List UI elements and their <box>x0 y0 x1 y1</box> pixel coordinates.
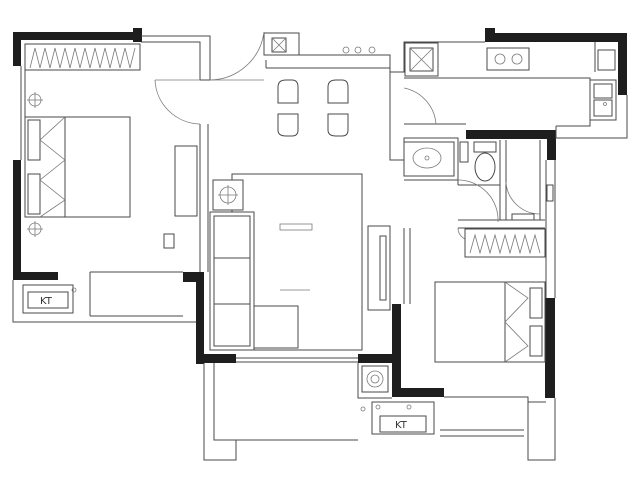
double-bed-right <box>434 281 546 363</box>
dining-chairs <box>277 79 349 137</box>
door-swings <box>154 31 541 241</box>
tv-cabinet <box>367 225 391 311</box>
ac-unit-left: KT <box>22 284 77 314</box>
lamp-icon <box>27 92 43 237</box>
fridge <box>404 42 439 77</box>
wardrobe-right <box>464 228 546 258</box>
side-table <box>212 179 244 211</box>
bathroom-sink <box>403 141 455 177</box>
washing-machine <box>361 365 389 393</box>
ac-unit-bottom: KT <box>360 401 435 435</box>
cooktop <box>486 47 530 71</box>
ac-label-left: KT <box>40 296 53 307</box>
sofa <box>209 211 299 351</box>
structural-walls <box>13 28 627 398</box>
kitchen-sink <box>589 49 617 121</box>
desk-left <box>163 145 198 249</box>
double-bed-left <box>24 116 131 218</box>
wardrobe-left <box>24 43 141 71</box>
toilet <box>459 141 497 182</box>
ac-label-bottom: KT <box>395 420 408 431</box>
shower-fixture <box>511 184 554 221</box>
stove-burners <box>271 37 376 54</box>
